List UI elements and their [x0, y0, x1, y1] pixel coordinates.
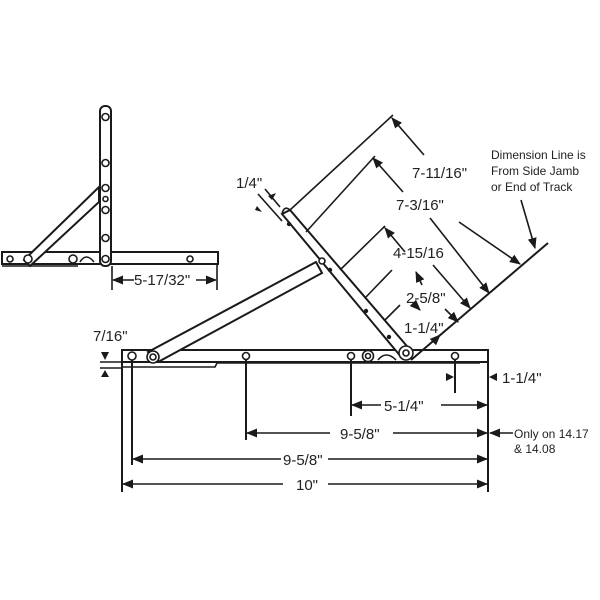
- note-line-1: Dimension Line is: [491, 148, 586, 162]
- dim-overall: 10": [296, 477, 318, 494]
- dim-7-11-16: 7-11/16": [412, 165, 467, 182]
- dim-1-1-4-arm: 1-1/4": [404, 320, 444, 337]
- dim-4-15-16: 4-15/16: [393, 245, 444, 262]
- note-line-3: or End of Track: [491, 180, 573, 194]
- inset-width-label: 5-17/32": [134, 272, 190, 289]
- dim-2-5-8: 2-5/8": [406, 290, 446, 307]
- dim-9-5-8-long: 9-5/8": [283, 452, 323, 469]
- dim-track-height: 7/16": [93, 328, 128, 345]
- inset-brace: [22, 184, 100, 268]
- only-note-line-1: Only on 14.17: [514, 427, 589, 441]
- inset-hinge: 5-17/32": [1, 105, 219, 290]
- track-body: [121, 349, 489, 363]
- dim-7-3-16: 7-3/16": [396, 197, 444, 214]
- dimension-note: Dimension Line is From Side Jamb or End …: [491, 148, 586, 250]
- dim-arm-width: 1/4": [236, 175, 262, 192]
- dim-9-5-8-mid: 9-5/8": [340, 426, 380, 443]
- dim-end-offset: 1-1/4": [502, 370, 542, 387]
- dim-5-1-4: 5-1/4": [384, 398, 424, 415]
- main-track: [121, 349, 489, 492]
- main-arms: [146, 207, 414, 364]
- track-dimensions: 7/16" 1-1/4" 5-1/4" 9-5/8" Only on 14.17…: [93, 328, 589, 494]
- arm-dimensions: 7-11/16" 7-3/16" 4-15/16 2-5/8" 1-1/4" 1…: [236, 114, 549, 361]
- only-note-line-2: & 14.08: [514, 442, 556, 456]
- note-line-2: From Side Jamb: [491, 164, 579, 178]
